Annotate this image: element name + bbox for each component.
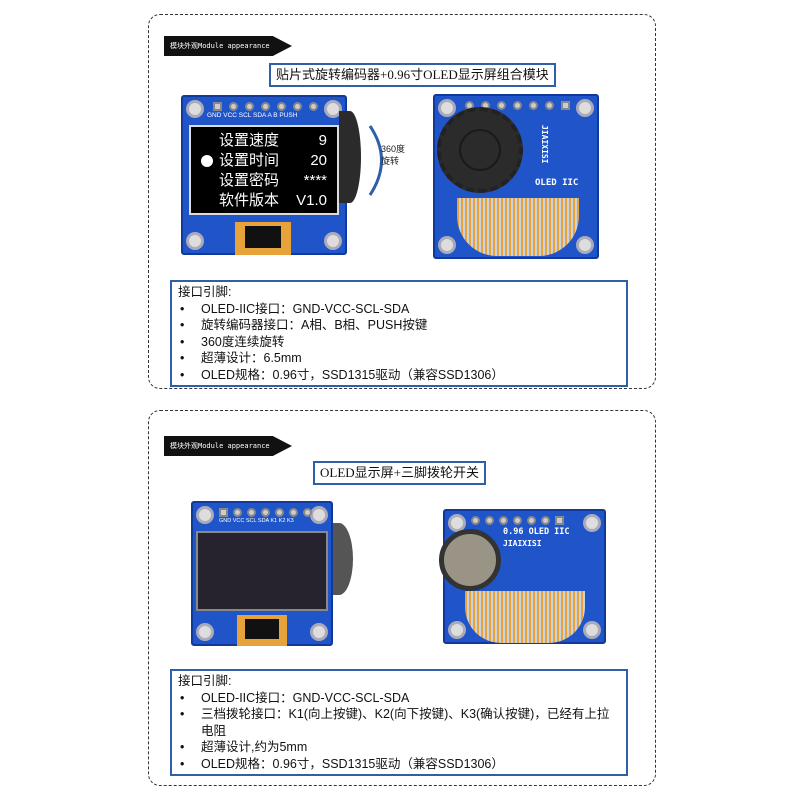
selection-dot-icon xyxy=(201,155,213,167)
thumbwheel-switch xyxy=(439,529,501,591)
info-item: 三档拨轮接口：K1(向上按键)、K2(向下按键)、K3(确认按键)，已经有上拉电… xyxy=(178,706,620,739)
oled-menu-row: 设置密码**** xyxy=(219,172,327,189)
pcb-label: OLED IIC xyxy=(535,178,579,188)
oled-front-board: GND VCC SCL SDA K1 K2 K3 xyxy=(191,501,333,646)
pin-info-box: 接口引脚: OLED-IIC接口：GND-VCC-SCL-SDA 旋转编码器接口… xyxy=(170,280,628,387)
info-heading: 接口引脚: xyxy=(178,285,232,299)
module-title: OLED显示屏+三脚拨轮开关 xyxy=(313,461,486,485)
info-item: 超薄设计,约为5mm xyxy=(178,739,620,756)
info-item: OLED-IIC接口：GND-VCC-SCL-SDA xyxy=(178,301,620,318)
info-item: 360度连续旋转 xyxy=(178,334,620,351)
info-item: OLED规格：0.96寸，SSD1315驱动（兼容SSD1306） xyxy=(178,756,620,773)
toggle-back-board: 0.96 OLED IIC JIAIXISI xyxy=(443,509,606,644)
pcb-label: 0.96 OLED IIC xyxy=(503,527,570,537)
module-title: 贴片式旋转编码器+0.96寸OLED显示屏组合模块 xyxy=(269,63,556,87)
pin-labels: GND VCC SCL SDA A B PUSH xyxy=(207,112,298,119)
module-appearance-banner: 模块外观Module appearance xyxy=(164,36,292,56)
info-item: OLED规格：0.96寸，SSD1315驱动（兼容SSD1306） xyxy=(178,367,620,384)
pcb-brand: JIAIXISI xyxy=(540,125,549,164)
rotation-label: 360度旋转 xyxy=(381,144,406,166)
panel-encoder-module: 模块外观Module appearance 贴片式旋转编码器+0.96寸OLED… xyxy=(148,14,656,389)
pin-info-box: 接口引脚: OLED-IIC接口：GND-VCC-SCL-SDA 三档拨轮接口：… xyxy=(170,669,628,776)
oled-screen-off xyxy=(196,531,328,611)
info-item: OLED-IIC接口：GND-VCC-SCL-SDA xyxy=(178,690,620,707)
rotary-encoder-knob xyxy=(437,107,523,193)
pin-labels: GND VCC SCL SDA K1 K2 K3 xyxy=(219,518,294,524)
panel-toggle-module: 模块外观Module appearance OLED显示屏+三脚拨轮开关 GND… xyxy=(148,410,656,786)
module-appearance-banner: 模块外观Module appearance xyxy=(164,436,292,456)
info-item: 超薄设计：6.5mm xyxy=(178,350,620,367)
info-item: 旋转编码器接口：A相、B相、PUSH按键 xyxy=(178,317,620,334)
rotary-knob-side xyxy=(339,111,361,203)
info-heading: 接口引脚: xyxy=(178,674,232,688)
rotation-arrow-icon xyxy=(368,125,383,196)
pcb-brand: JIAIXISI xyxy=(503,539,542,548)
